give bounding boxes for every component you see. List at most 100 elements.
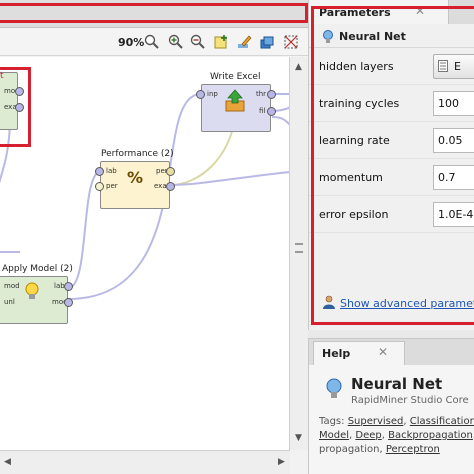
param-row-error-epsilon: error epsilon 1.0E-4 [309, 196, 474, 233]
help-panel: Help ✕ Neural Net RapidMiner Studio Core… [308, 338, 474, 474]
input-port[interactable] [95, 167, 104, 176]
output-port[interactable] [15, 87, 24, 96]
zoom-out-icon[interactable] [190, 34, 206, 50]
process-toolbar: 90% [0, 28, 308, 56]
scroll-thumb-grip[interactable] [295, 243, 303, 253]
tag-separator: , [473, 430, 474, 441]
param-row-training-cycles: training cycles 100 [309, 85, 474, 122]
zoom-level: 90% [118, 36, 145, 49]
port-label: fil [259, 107, 266, 115]
operator-name: Neural Net [339, 30, 406, 43]
output-port[interactable] [64, 298, 73, 307]
operator-highlight [0, 67, 31, 147]
operator-partial-title: t [0, 71, 4, 81]
output-port[interactable] [267, 90, 276, 99]
tab-label: Help [322, 347, 351, 360]
tag-link[interactable]: Perceptron [385, 444, 440, 455]
port-label: mod [4, 87, 20, 95]
zoom-in-icon[interactable] [168, 34, 184, 50]
learning-rate-input[interactable]: 0.05 [433, 128, 474, 153]
tab-help[interactable]: Help ✕ [313, 341, 405, 365]
tag-link[interactable]: Model [319, 430, 350, 441]
port-label: mod [52, 298, 68, 306]
output-port[interactable] [64, 282, 73, 291]
param-label: momentum [319, 171, 383, 184]
output-port[interactable] [15, 103, 24, 112]
param-row-momentum: momentum 0.7 [309, 159, 474, 196]
horizontal-scrollbar[interactable]: ◀ ▶ [0, 450, 290, 474]
percent-icon: % [127, 168, 143, 187]
lightbulb-icon [323, 30, 333, 43]
close-icon[interactable]: ✕ [415, 4, 426, 18]
port-label: lab [106, 167, 117, 175]
param-row-hidden-layers: hidden layers E [309, 48, 474, 85]
error-epsilon-input[interactable]: 1.0E-4 [433, 202, 474, 227]
momentum-input[interactable]: 0.7 [433, 165, 474, 190]
add-note-icon[interactable] [213, 34, 229, 50]
port-label: unl [4, 298, 15, 306]
training-cycles-input[interactable]: 100 [433, 91, 474, 116]
input-port[interactable] [95, 182, 104, 191]
port-label: per [156, 167, 168, 175]
scroll-down-icon[interactable]: ▼ [295, 433, 302, 443]
tag-link[interactable]: Deep [355, 430, 382, 441]
operator-title: Apply Model (2) [2, 264, 73, 274]
close-icon[interactable]: ✕ [378, 345, 389, 359]
port-label: exa [4, 103, 17, 111]
output-port[interactable] [166, 182, 175, 191]
help-title: Neural Net [351, 375, 443, 393]
port-label: per [106, 182, 118, 190]
param-label: learning rate [319, 134, 390, 147]
excel-export-icon [225, 89, 245, 112]
process-tab-highlight [0, 3, 308, 23]
scroll-left-icon[interactable]: ◀ [4, 457, 11, 467]
output-port[interactable] [166, 167, 175, 176]
operator-partial[interactable] [0, 72, 18, 130]
port-label: exa [154, 182, 167, 190]
button-label: E [454, 60, 461, 73]
input-port[interactable] [196, 90, 205, 99]
tags-prefix: Tags: [319, 416, 348, 427]
zoom-fit-icon[interactable] [144, 34, 160, 50]
tag-separator: , [403, 416, 410, 427]
port-label: inp [207, 90, 218, 98]
process-canvas[interactable]: t mod exa Write Excel inp thr fil Perfor… [0, 57, 290, 450]
parameters-panel: Parameters ✕ Neural Net hidden layers E [308, 0, 474, 330]
tags-line3: propagation, [319, 444, 386, 455]
scroll-up-icon[interactable]: ▲ [295, 62, 302, 72]
help-tab-bar: Help ✕ [309, 339, 474, 365]
layers-icon[interactable] [259, 34, 275, 50]
tab-parameters[interactable]: Parameters ✕ [309, 0, 449, 24]
tag-separator: , [381, 430, 389, 441]
lightbulb-icon [326, 378, 342, 398]
vertical-scrollbar[interactable]: ▲ ▼ [290, 57, 308, 450]
tag-link[interactable]: Supervised [347, 416, 404, 427]
user-icon [323, 295, 335, 309]
output-port[interactable] [267, 107, 276, 116]
help-tags: Tags: Supervised, Classification, Model,… [319, 415, 474, 465]
process-panel: 90% t mod [0, 0, 308, 474]
selected-operator-header: Neural Net [309, 24, 474, 48]
param-label: hidden layers [319, 60, 394, 73]
tag-separator: , [349, 430, 356, 441]
param-label: error epsilon [319, 208, 389, 221]
tag-link[interactable]: Backpropagation [388, 430, 473, 441]
parameters-tab-bar: Parameters ✕ [309, 0, 474, 24]
help-subtitle: RapidMiner Studio Core [351, 395, 469, 406]
tab-label: Parameters [319, 6, 391, 19]
port-label: lab [54, 282, 65, 290]
operator-title: Performance (2) [101, 149, 174, 159]
process-tab-strip [0, 0, 308, 28]
edit-list-icon [438, 60, 448, 72]
grid-icon[interactable] [283, 34, 299, 50]
scroll-right-icon[interactable]: ▶ [278, 457, 285, 467]
show-advanced-parameters-link[interactable]: Show advanced parameters [340, 297, 474, 310]
tag-link[interactable]: Classification [409, 416, 474, 427]
port-label: mod [4, 282, 20, 290]
edit-list-button[interactable]: E [433, 54, 474, 79]
operator-title: Write Excel [210, 72, 261, 82]
pen-icon[interactable] [236, 34, 252, 50]
port-label: thr [256, 90, 267, 98]
lightbulb-icon [25, 282, 39, 299]
